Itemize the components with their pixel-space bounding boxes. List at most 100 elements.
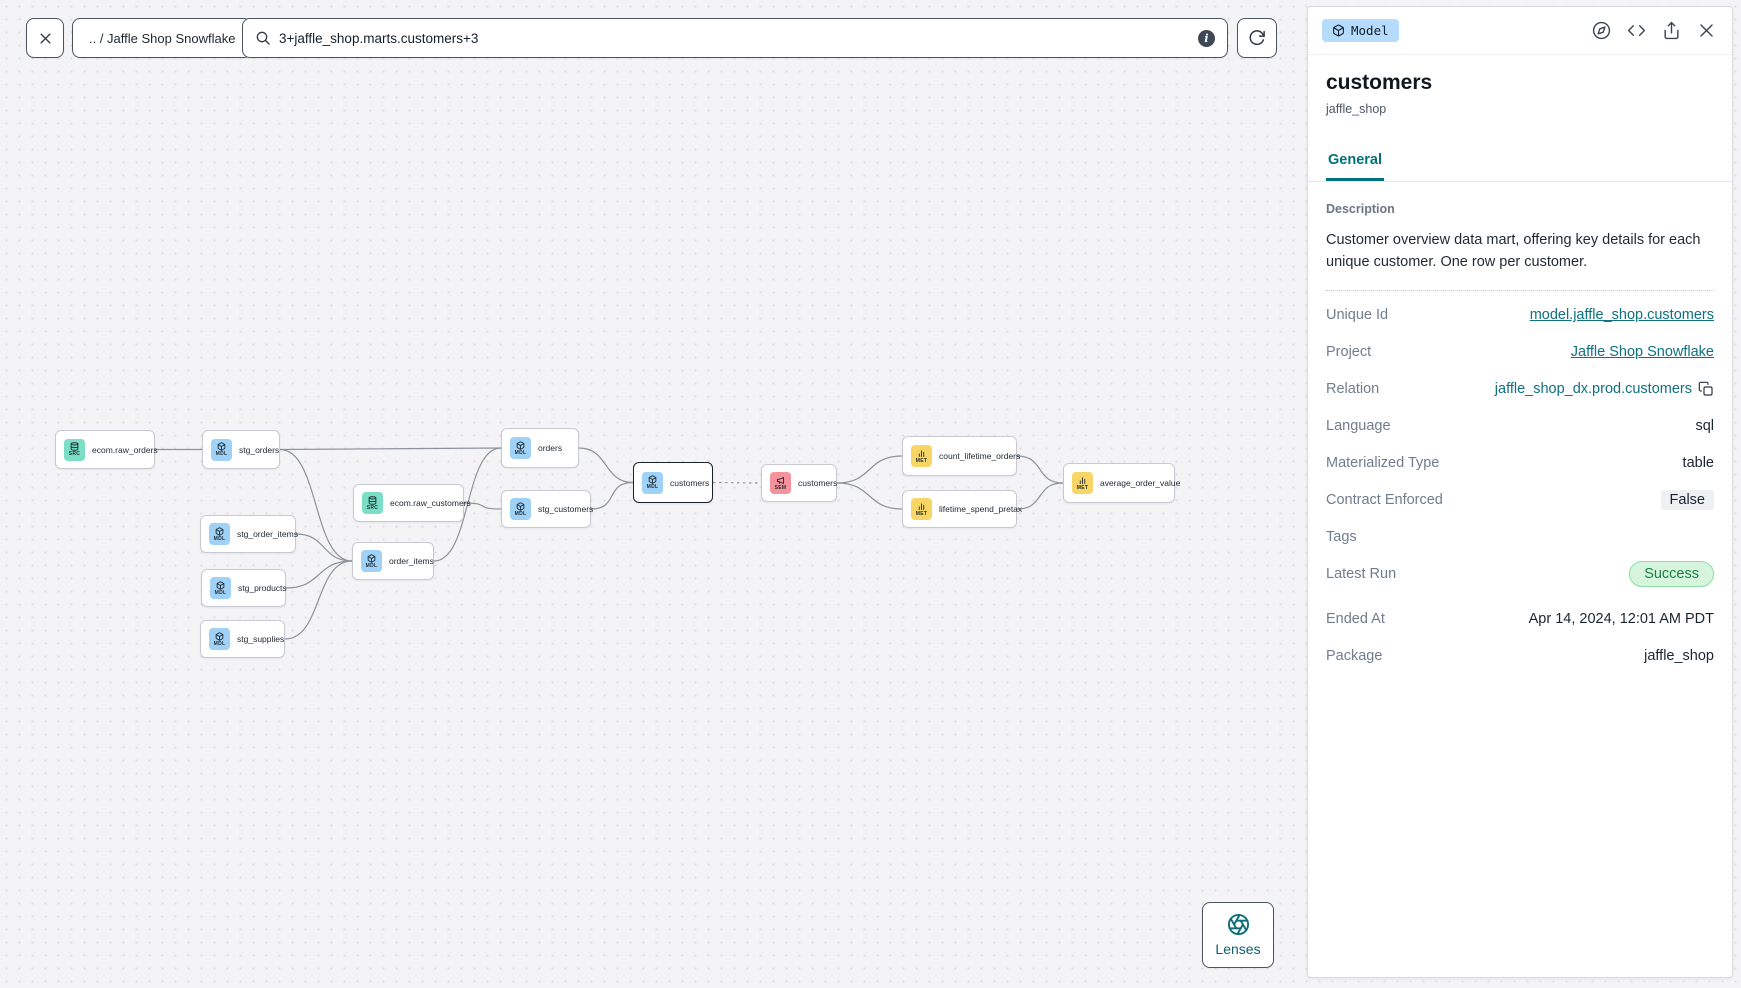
edge-order_items-to-orders xyxy=(433,447,502,562)
graph-node-label: ecom.raw_customers xyxy=(390,498,471,508)
lenses-button[interactable]: Lenses xyxy=(1202,902,1274,968)
info-icon[interactable]: i xyxy=(1198,29,1215,47)
close-icon xyxy=(40,33,50,43)
field-row-relation: Relation jaffle_shop_dx.prod.customers xyxy=(1326,371,1714,408)
field-value-link[interactable]: model.jaffle_shop.customers xyxy=(1529,307,1714,324)
field-label: Language xyxy=(1326,418,1391,435)
megaphone-icon: SEM xyxy=(770,472,791,494)
detail-panel-body: Description Customer overview data mart,… xyxy=(1308,182,1732,695)
model-type-badge-label: Model xyxy=(1351,23,1389,38)
cube-icon: MDL xyxy=(510,437,531,459)
status-badge: Success xyxy=(1629,561,1714,588)
share-icon xyxy=(1664,21,1679,40)
detail-panel: Model customers jaffle_shop General Desc… xyxy=(1307,6,1733,978)
tab-general[interactable]: General xyxy=(1326,146,1384,181)
explore-lineage-button[interactable] xyxy=(1592,21,1611,40)
graph-node-label: average_order_value xyxy=(1100,478,1181,488)
share-button[interactable] xyxy=(1662,21,1681,40)
graph-node-customers_sem[interactable]: SEM customers xyxy=(761,464,837,502)
edge-customers_sem-to-lifetime_spend_pretax xyxy=(836,482,903,510)
database-icon: SRC xyxy=(362,492,383,514)
search-input[interactable] xyxy=(279,30,1190,46)
graph-node-stg_orders[interactable]: MDL stg_orders xyxy=(202,430,280,469)
database-icon: SRC xyxy=(64,438,85,461)
field-value-link[interactable]: Jaffle Shop Snowflake xyxy=(1570,344,1714,361)
edge-customers_sem-to-count_lifetime_orders xyxy=(836,455,903,484)
field-value: Jaffle Shop Snowflake xyxy=(1571,344,1714,360)
lineage-search-bar: i xyxy=(242,18,1228,58)
cube-icon: MDL xyxy=(510,498,531,520)
copy-icon[interactable] xyxy=(1698,381,1714,397)
spacer xyxy=(1326,593,1714,601)
graph-node-label: order_items xyxy=(389,556,434,566)
field-value: sql xyxy=(1695,418,1714,435)
graph-node-stg_customers[interactable]: MDL stg_customers xyxy=(501,490,594,528)
graph-node-label: stg_orders xyxy=(239,444,280,455)
graph-node-raw_customers[interactable]: SRC ecom.raw_customers xyxy=(353,484,471,522)
field-value: table xyxy=(1682,455,1714,472)
field-value: Apr 14, 2024, 12:01 AM PDT xyxy=(1528,611,1714,628)
edge-customers-to-customers_sem xyxy=(712,481,762,484)
detail-panel-header: Model xyxy=(1308,7,1732,55)
relation-value: jaffle_shop_dx.prod.customers xyxy=(1494,381,1692,398)
field-row-tags: Tags xyxy=(1326,519,1714,556)
field-row-package: Package jaffle_shop xyxy=(1326,638,1714,675)
graph-node-label: stg_customers xyxy=(538,504,594,514)
cube-icon: MDL xyxy=(210,577,231,599)
graph-node-label: customers xyxy=(670,477,710,488)
cube-icon: MDL xyxy=(211,438,232,461)
field-row-language: Language sql xyxy=(1326,408,1714,445)
field-value: jaffle_shop xyxy=(1644,648,1714,665)
lenses-label: Lenses xyxy=(1215,941,1261,957)
edge-count_lifetime_orders-to-average_order_value xyxy=(1016,455,1064,484)
graph-node-label: customers xyxy=(798,478,838,488)
close-panel-button[interactable] xyxy=(1697,21,1716,40)
field-label: Relation xyxy=(1326,381,1380,398)
edge-stg_products-to-order_items xyxy=(285,560,353,589)
description-text: Customer overview data mart, offering ke… xyxy=(1326,232,1701,271)
value-chip: False xyxy=(1660,490,1714,511)
field-value: model.jaffle_shop.customers xyxy=(1530,307,1714,323)
refresh-button[interactable] xyxy=(1237,18,1277,58)
barchart-icon: MET xyxy=(911,445,932,467)
graph-node-customers[interactable]: MDL customers xyxy=(633,462,713,503)
cube-icon: MDL xyxy=(642,471,663,494)
refresh-icon xyxy=(1249,30,1265,46)
graph-node-label: count_lifetime_orders xyxy=(939,451,1021,461)
breadcrumb[interactable]: .. / Jaffle Shop Snowflake xyxy=(72,18,253,58)
detail-tabbar: General xyxy=(1308,146,1732,182)
graph-node-label: lifetime_spend_pretax xyxy=(939,504,1023,514)
edge-lifetime_spend_pretax-to-average_order_value xyxy=(1016,482,1064,510)
aperture-icon xyxy=(1227,913,1249,936)
field-label: Package xyxy=(1326,648,1383,665)
graph-node-count_lifetime_orders[interactable]: MET count_lifetime_orders xyxy=(902,436,1021,476)
field-label: Materialized Type xyxy=(1326,455,1440,472)
page-title: customers xyxy=(1326,71,1433,94)
divider xyxy=(1326,289,1714,291)
compass-icon xyxy=(1592,21,1611,40)
close-lineage-button[interactable] xyxy=(26,18,64,58)
view-code-button[interactable] xyxy=(1627,21,1646,40)
edge-stg_customers-to-customers xyxy=(590,481,634,510)
cube-icon xyxy=(1333,24,1344,37)
edge-stg_orders-to-orders xyxy=(279,447,502,451)
field-row-materialized-type: Materialized Type table xyxy=(1326,445,1714,482)
cube-icon: MDL xyxy=(209,628,230,650)
description-heading: Description xyxy=(1326,202,1395,216)
field-value: jaffle_shop_dx.prod.customers xyxy=(1495,381,1714,397)
field-label: Tags xyxy=(1326,529,1357,546)
cube-icon: MDL xyxy=(209,523,230,545)
